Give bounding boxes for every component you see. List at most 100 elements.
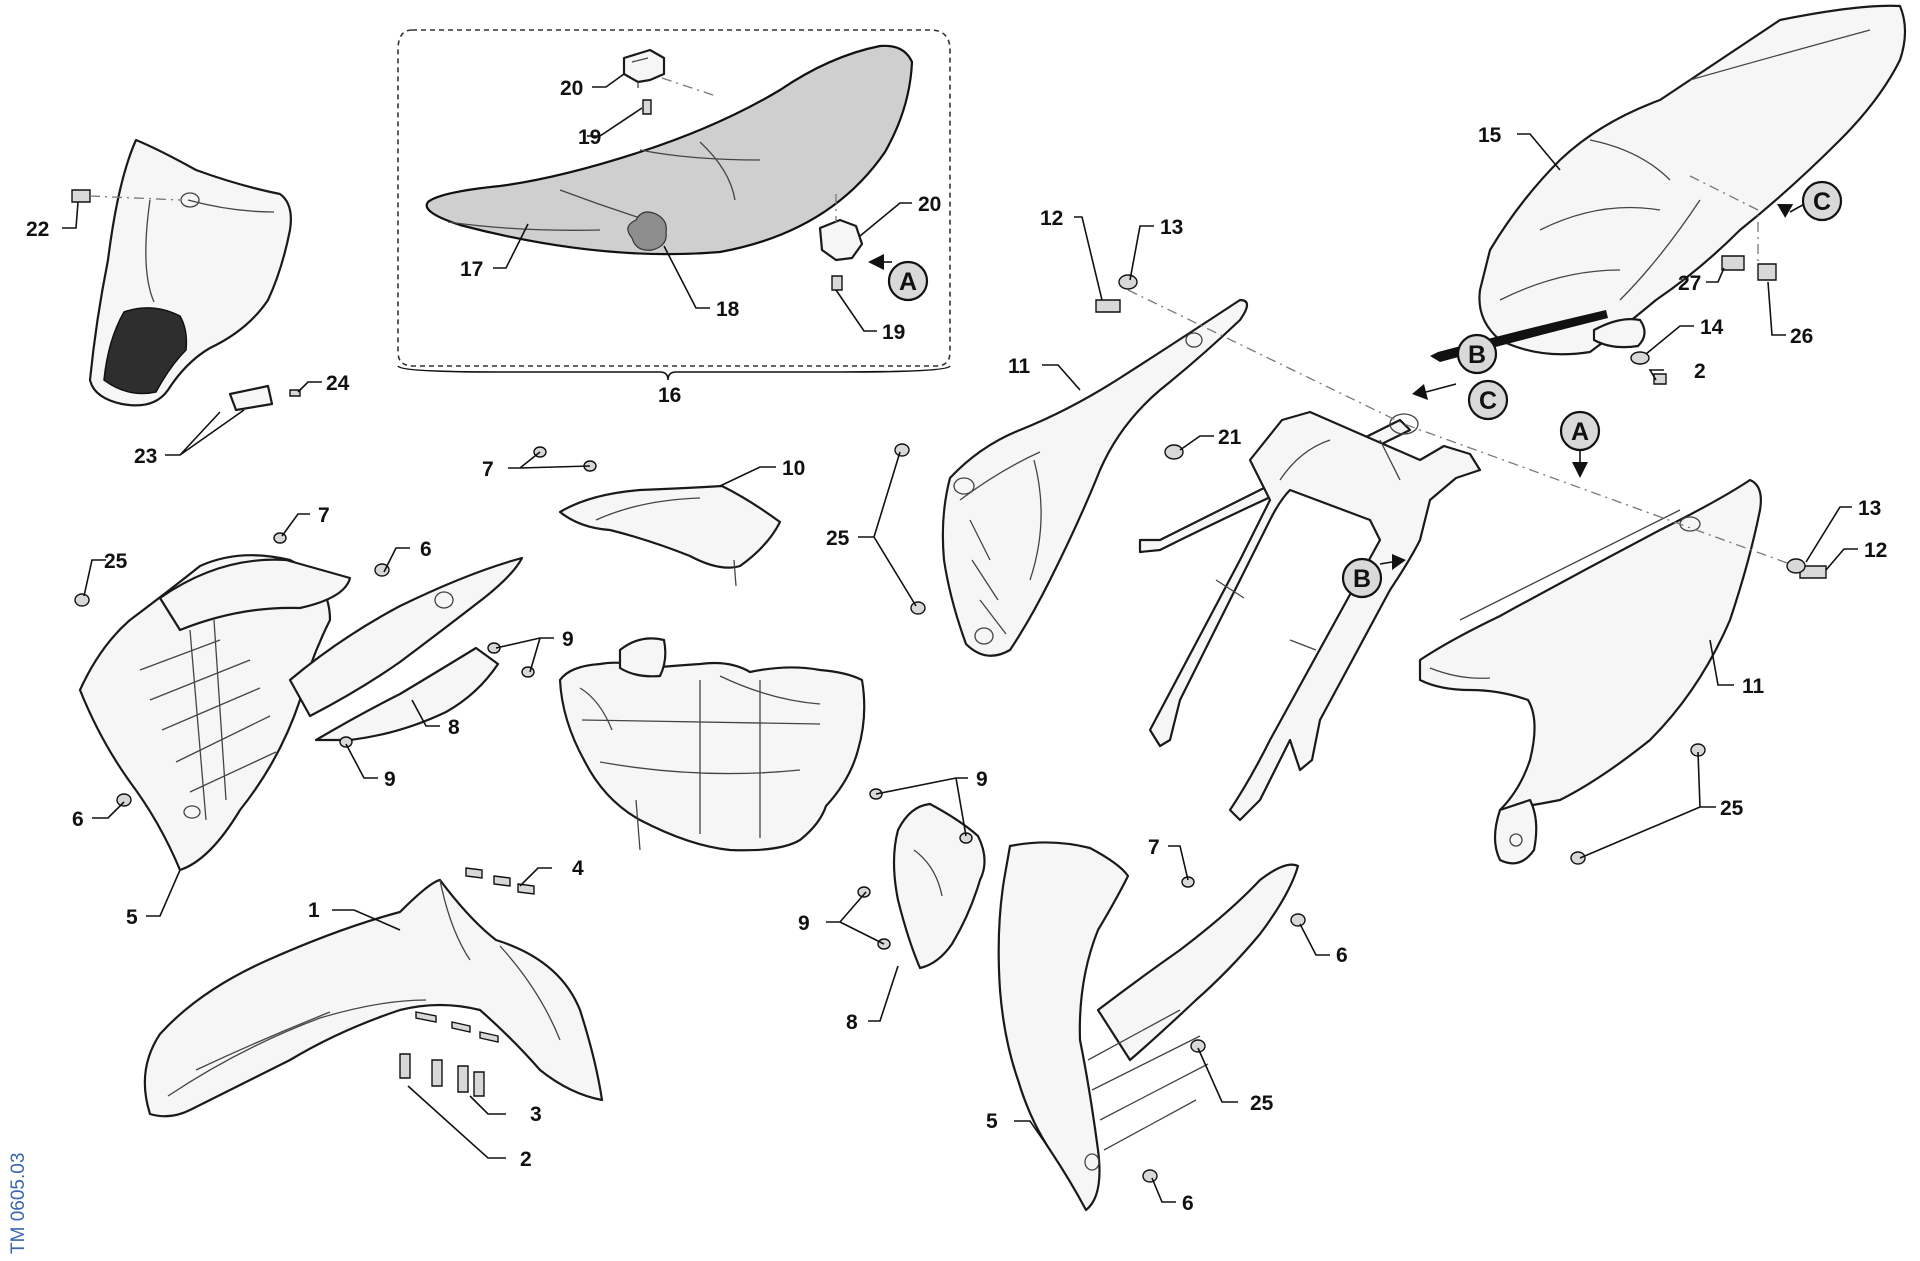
callout-26: 26	[1790, 325, 1813, 348]
number-plate-bolt	[71, 189, 181, 203]
seat-patch	[627, 211, 667, 251]
leader-lines	[62, 73, 1858, 1203]
seat	[425, 44, 914, 256]
callout-13: 13	[1858, 497, 1881, 520]
callout-8: 8	[846, 1011, 858, 1034]
callout-21: 21	[1218, 426, 1242, 449]
svg-text:A: A	[1571, 418, 1589, 446]
rear-subframe	[1138, 410, 1482, 822]
rear-fender-bushing	[1757, 263, 1777, 281]
callout-5: 5	[126, 906, 138, 929]
callout-9: 9	[976, 768, 988, 791]
subframe-grommet	[1164, 444, 1184, 460]
left-panel-bolt	[1095, 299, 1121, 313]
rear-fender	[1478, 4, 1907, 356]
svg-text:C: C	[1479, 387, 1497, 415]
callout-10: 10	[782, 457, 805, 480]
callout-25: 25	[1720, 797, 1744, 820]
callout-13: 13	[1160, 216, 1183, 239]
svg-text:B: B	[1353, 565, 1371, 593]
reference-circle-a-seat: A	[887, 260, 929, 302]
callout-labels: 1 2 2 3 4 5 5 6 6 6 6 7 7 7 8 8 9 9 9 9 …	[26, 77, 1887, 1215]
airbox-cover	[558, 484, 782, 587]
document-code: TM 0605.03	[8, 1153, 29, 1254]
inner-cover-left	[314, 646, 500, 742]
side-panel-bushing	[1786, 558, 1806, 574]
left-panel-bushing	[1118, 274, 1138, 290]
svg-text:A: A	[899, 268, 917, 296]
callout-24: 24	[326, 372, 350, 395]
callout-8: 8	[448, 716, 460, 739]
callout-7: 7	[1148, 836, 1160, 859]
seat-bolt-rear	[831, 275, 843, 291]
callout-3: 3	[530, 1103, 542, 1126]
shroud-screws	[74, 443, 1706, 1183]
callout-9: 9	[562, 628, 574, 651]
callout-23: 23	[134, 445, 157, 468]
shroud-side-panel-left	[288, 556, 524, 718]
seat-group-outline	[397, 29, 951, 367]
rear-fender-screw	[1653, 373, 1667, 385]
fuel-tank	[558, 637, 866, 852]
callout-12: 12	[1864, 539, 1887, 562]
reference-circle-a-subframe: A	[1559, 410, 1601, 452]
callout-16: 16	[658, 384, 681, 407]
callout-25: 25	[826, 527, 850, 550]
callout-22: 22	[26, 218, 49, 241]
seat-assembly-group	[397, 29, 951, 381]
callout-2: 2	[520, 1148, 532, 1171]
callout-6: 6	[1182, 1192, 1194, 1215]
callout-12: 12	[1040, 207, 1063, 230]
side-panel-right	[1418, 478, 1762, 865]
callout-9: 9	[384, 768, 396, 791]
rear-fender-bolt	[1721, 255, 1745, 271]
callout-20: 20	[918, 193, 941, 216]
callout-4: 4	[572, 857, 584, 880]
callout-20: 20	[560, 77, 583, 100]
callout-25: 25	[1250, 1092, 1274, 1115]
callout-15: 15	[1478, 124, 1502, 147]
callout-11: 11	[1008, 355, 1031, 378]
callout-5: 5	[986, 1110, 998, 1133]
callout-27: 27	[1678, 272, 1701, 295]
reference-circle-b-subframe: B	[1341, 557, 1383, 599]
fender-bolts	[399, 1053, 485, 1097]
callout-6: 6	[1336, 944, 1348, 967]
callout-11: 11	[1742, 675, 1765, 698]
callout-17: 17	[460, 258, 483, 281]
front-fender	[143, 878, 604, 1118]
reference-circle-b-fender: B	[1456, 333, 1498, 375]
callout-19: 19	[882, 321, 905, 344]
callout-7: 7	[318, 504, 330, 527]
radiator-shroud-right	[997, 841, 1300, 1212]
callout-9: 9	[798, 912, 810, 935]
alignment-line-rear	[1689, 175, 1759, 264]
number-plate-clip	[228, 384, 274, 412]
reference-circle-c-fender: C	[1801, 180, 1843, 222]
side-panel-left	[941, 298, 1249, 657]
callout-2: 2	[1694, 360, 1706, 383]
front-number-plate	[88, 138, 292, 407]
svg-text:B: B	[1468, 341, 1486, 369]
svg-text:C: C	[1813, 188, 1831, 216]
radiator-shroud-left	[78, 554, 352, 872]
side-panel-bolt	[1799, 565, 1827, 579]
rear-fender-washer	[1630, 351, 1650, 365]
alignment-line	[1127, 289, 1791, 565]
fender-washers	[415, 1011, 499, 1043]
seat-bolt-front	[642, 99, 652, 115]
seat-bracket-front	[622, 48, 666, 88]
callout-25: 25	[104, 550, 128, 573]
reference-circle-c-subframe: C	[1467, 379, 1509, 421]
callout-18: 18	[716, 298, 740, 321]
fender-nuts	[465, 867, 535, 895]
callout-1: 1	[308, 899, 320, 922]
inner-cover-right	[892, 802, 986, 970]
callout-7: 7	[482, 458, 494, 481]
callout-14: 14	[1700, 316, 1724, 339]
callout-19: 19	[578, 126, 601, 149]
seat-bracket-rear	[818, 218, 864, 262]
callout-6: 6	[72, 808, 84, 831]
callout-6: 6	[420, 538, 432, 561]
